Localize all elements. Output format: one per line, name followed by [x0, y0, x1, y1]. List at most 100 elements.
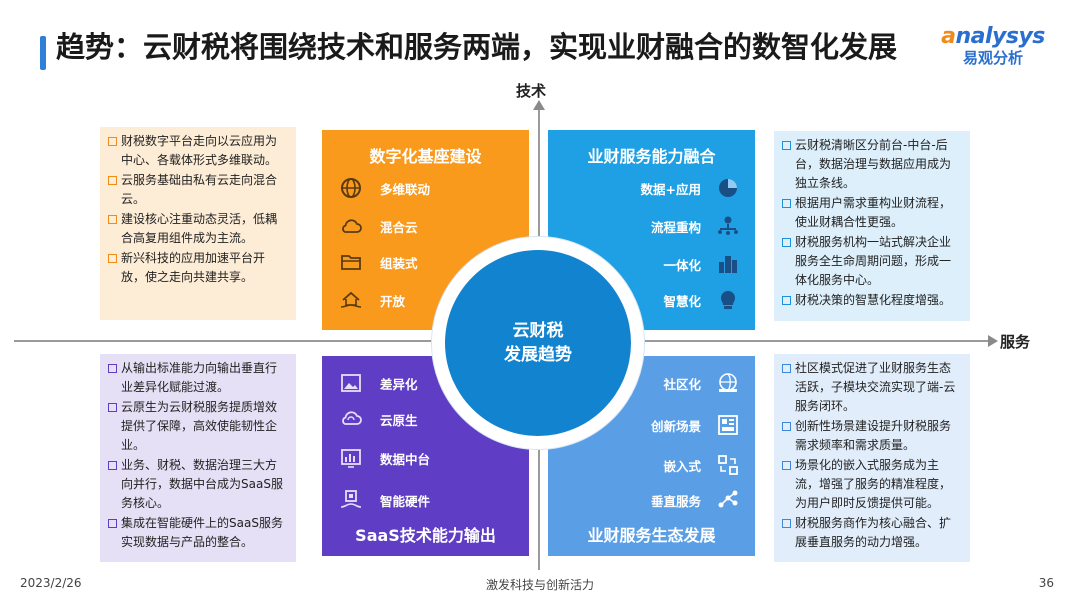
quadrant-title: 数字化基座建设: [369, 147, 482, 166]
center-title-line2: 发展趋势: [504, 345, 572, 365]
community-icon: [715, 370, 741, 396]
quadrant-item: 社区化: [663, 370, 741, 396]
quadrant-item-label: 组装式: [380, 255, 418, 271]
quadrant-item: 数据+应用: [641, 175, 741, 201]
quadrant-item: 组装式: [338, 249, 418, 275]
bullet-text: 业务、财税、数据治理三大方向并行，数据中台成为SaaS服务核心。: [121, 458, 283, 510]
flow-icon: [715, 213, 741, 239]
bullet-square-icon: [782, 296, 791, 305]
logo-text: nalysys: [955, 24, 1045, 49]
vertical-axis-arrow: [533, 100, 545, 110]
bullet-square-icon: [108, 215, 117, 224]
bullet-square-icon: [108, 519, 117, 528]
bullet-text: 创新性场景建设提升财税服务需求频率和需求质量。: [795, 419, 952, 452]
quadrant-item: 差异化: [338, 370, 418, 396]
embed-icon: [715, 452, 741, 478]
title-accent-bar: [40, 36, 46, 70]
bullet-item: 从输出标准能力向输出垂直行业差异化赋能过渡。: [108, 359, 288, 397]
bullet-text: 云服务基础由私有云走向混合云。: [121, 173, 278, 206]
bullet-text: 新兴科技的应用加速平台开放，使之走向共建共享。: [121, 251, 266, 284]
quadrant-item-label: 创新场景: [650, 418, 701, 434]
axis-label-service: 服务: [1000, 333, 1031, 351]
quadrant-item: 嵌入式: [663, 452, 741, 478]
analysys-logo: analysys 易观分析: [928, 24, 1058, 68]
bullet-text: 建设核心注重动态灵活，低耦合高复用组件成为主流。: [121, 212, 278, 245]
bullet-square-icon: [782, 199, 791, 208]
bullet-square-icon: [108, 403, 117, 412]
pie-chart-icon: [715, 175, 741, 201]
bullet-text: 从输出标准能力向输出垂直行业差异化赋能过渡。: [121, 361, 278, 394]
quadrant-item-label: 一体化: [663, 257, 701, 273]
folder-icon: [338, 249, 364, 275]
bullet-item: 云财税清晰区分前台-中台-后台，数据治理与数据应用成为独立条线。: [782, 136, 962, 193]
grid-icon: [715, 412, 741, 438]
bullet-square-icon: [782, 364, 791, 373]
chip-hand-icon: [338, 487, 364, 513]
horizontal-axis-arrow: [988, 335, 998, 347]
footer-slogan: 激发科技与创新活力: [485, 578, 594, 592]
quadrant-item-label: 智慧化: [663, 293, 701, 309]
quadrant-item: 智慧化: [663, 287, 741, 313]
globe-icon: [338, 175, 364, 201]
bullet-item: 云服务基础由私有云走向混合云。: [108, 171, 288, 209]
quadrant-item-label: 流程重构: [650, 219, 701, 235]
bullet-text: 云原生为云财税服务提质增效提供了保障，高效使能韧性企业。: [121, 400, 278, 452]
center-title-line1: 云财税: [512, 321, 564, 341]
quadrant-item-label: 开放: [380, 293, 406, 309]
quadrant-service-integration: 业财服务能力融合 数据+应用 流程重构 一体化 智慧化: [548, 130, 755, 330]
dashboard-icon: [338, 445, 364, 471]
cloud-icon: [338, 213, 364, 239]
bullet-text: 财税决策的智慧化程度增强。: [795, 293, 952, 307]
bullet-text: 社区模式促进了业财服务生态活跃，子模块交流实现了端-云服务闭环。: [795, 361, 956, 413]
logo-subtitle: 易观分析: [962, 49, 1023, 67]
quadrant-item: 流程重构: [651, 213, 741, 239]
page-title: 趋势：云财税将围绕技术和服务两端，实现业财融合的数智化发展: [56, 30, 898, 64]
axis-label-technology: 技术: [516, 82, 547, 100]
bullet-text: 集成在智能硬件上的SaaS服务实现数据与产品的整合。: [121, 516, 283, 549]
quadrant-item: 垂直服务: [651, 487, 741, 513]
quadrant-item-label: 数据中台: [380, 451, 431, 467]
bullet-square-icon: [108, 176, 117, 185]
cloud-sync-icon: [338, 406, 364, 432]
bullet-text: 财税数字平台走向以云应用为中心、各载体形式多维联动。: [121, 134, 278, 167]
bullet-square-icon: [108, 254, 117, 263]
text-box-bottom-right: 社区模式促进了业财服务生态活跃，子模块交流实现了端-云服务闭环。 创新性场景建设…: [774, 354, 970, 562]
quadrant-item: 创新场景: [651, 412, 741, 438]
quadrant-item-label: 垂直服务: [650, 493, 701, 509]
bullet-item: 财税数字平台走向以云应用为中心、各载体形式多维联动。: [108, 132, 288, 170]
quadrant-item: 数据中台: [338, 445, 430, 471]
center-circle: 云财税 发展趋势: [445, 250, 631, 436]
logo-letter-a: a: [941, 24, 956, 49]
quadrant-item-label: 多维联动: [380, 181, 431, 197]
bullet-text: 云财税清晰区分前台-中台-后台，数据治理与数据应用成为独立条线。: [795, 138, 952, 190]
bullet-square-icon: [782, 238, 791, 247]
nodes-icon: [715, 487, 741, 513]
quadrant-item-label: 智能硬件: [380, 493, 431, 509]
bullet-item: 新兴科技的应用加速平台开放，使之走向共建共享。: [108, 249, 288, 287]
bullet-square-icon: [782, 519, 791, 528]
bullet-square-icon: [108, 461, 117, 470]
bullet-square-icon: [782, 422, 791, 431]
quadrant-item: 云原生: [338, 406, 418, 432]
footer-date: 2023/2/26: [20, 576, 82, 590]
bullet-text: 财税服务机构一站式解决企业服务全生命周期问题，形成一体化服务中心。: [795, 235, 952, 287]
quadrant-item-label: 差异化: [380, 376, 418, 392]
bullet-item: 集成在智能硬件上的SaaS服务实现数据与产品的整合。: [108, 514, 288, 552]
house-hands-icon: [338, 287, 364, 313]
quadrant-item-label: 社区化: [663, 376, 701, 392]
text-box-bottom-left: 从输出标准能力向输出垂直行业差异化赋能过渡。 云原生为云财税服务提质增效提供了保…: [100, 354, 296, 562]
quadrant-item: 开放: [338, 287, 405, 313]
brain-icon: [715, 287, 741, 313]
buildings-icon: [715, 251, 741, 277]
quadrant-item-label: 云原生: [380, 412, 418, 428]
quadrant-title: 业财服务生态发展: [587, 526, 716, 545]
bullet-item: 社区模式促进了业财服务生态活跃，子模块交流实现了端-云服务闭环。: [782, 359, 962, 416]
bullet-text: 根据用户需求重构业财流程，使业财耦合性更强。: [795, 196, 952, 229]
bullet-square-icon: [108, 137, 117, 146]
image-icon: [338, 370, 364, 396]
bullet-item: 业务、财税、数据治理三大方向并行，数据中台成为SaaS服务核心。: [108, 456, 288, 513]
bullet-square-icon: [782, 461, 791, 470]
quadrant-item: 混合云: [338, 213, 418, 239]
bullet-item: 财税决策的智慧化程度增强。: [782, 291, 962, 310]
text-box-top-right: 云财税清晰区分前台-中台-后台，数据治理与数据应用成为独立条线。 根据用户需求重…: [774, 131, 970, 321]
